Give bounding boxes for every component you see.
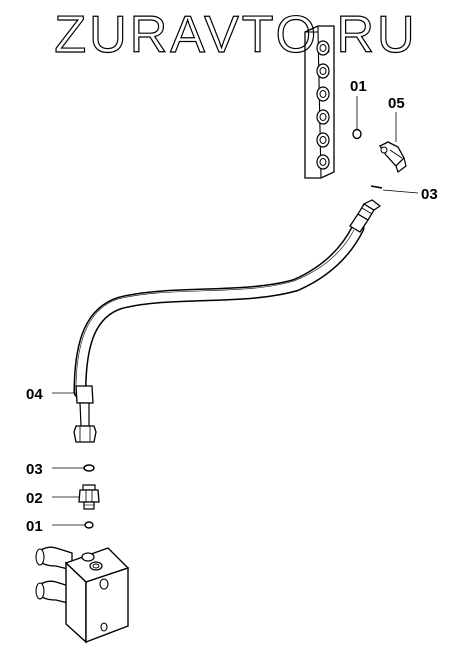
top-hose-end xyxy=(349,199,382,233)
manifold-ports xyxy=(316,40,330,170)
elbow-fitting xyxy=(379,141,407,173)
callout-adapter: 02 xyxy=(26,490,43,507)
callout-hose: 04 xyxy=(26,386,43,403)
watermark-text: ZURAVTO.RU xyxy=(54,6,417,64)
manifold-block xyxy=(304,25,335,179)
bottom-washer xyxy=(83,464,95,472)
callout-elbow-fitting: 05 xyxy=(388,95,405,112)
hydraulic-hose xyxy=(73,221,365,399)
bottom-hose-end xyxy=(73,385,97,443)
callout-bottom-o-ring: 01 xyxy=(26,518,43,535)
callout-bottom-washer: 03 xyxy=(26,461,43,478)
adapter xyxy=(78,484,100,510)
valve-block xyxy=(35,546,130,644)
callout-top-washer: 03 xyxy=(421,186,438,203)
top-o-ring xyxy=(352,128,362,140)
bottom-o-ring xyxy=(84,521,94,529)
callout-top-o-ring: 01 xyxy=(350,78,367,95)
